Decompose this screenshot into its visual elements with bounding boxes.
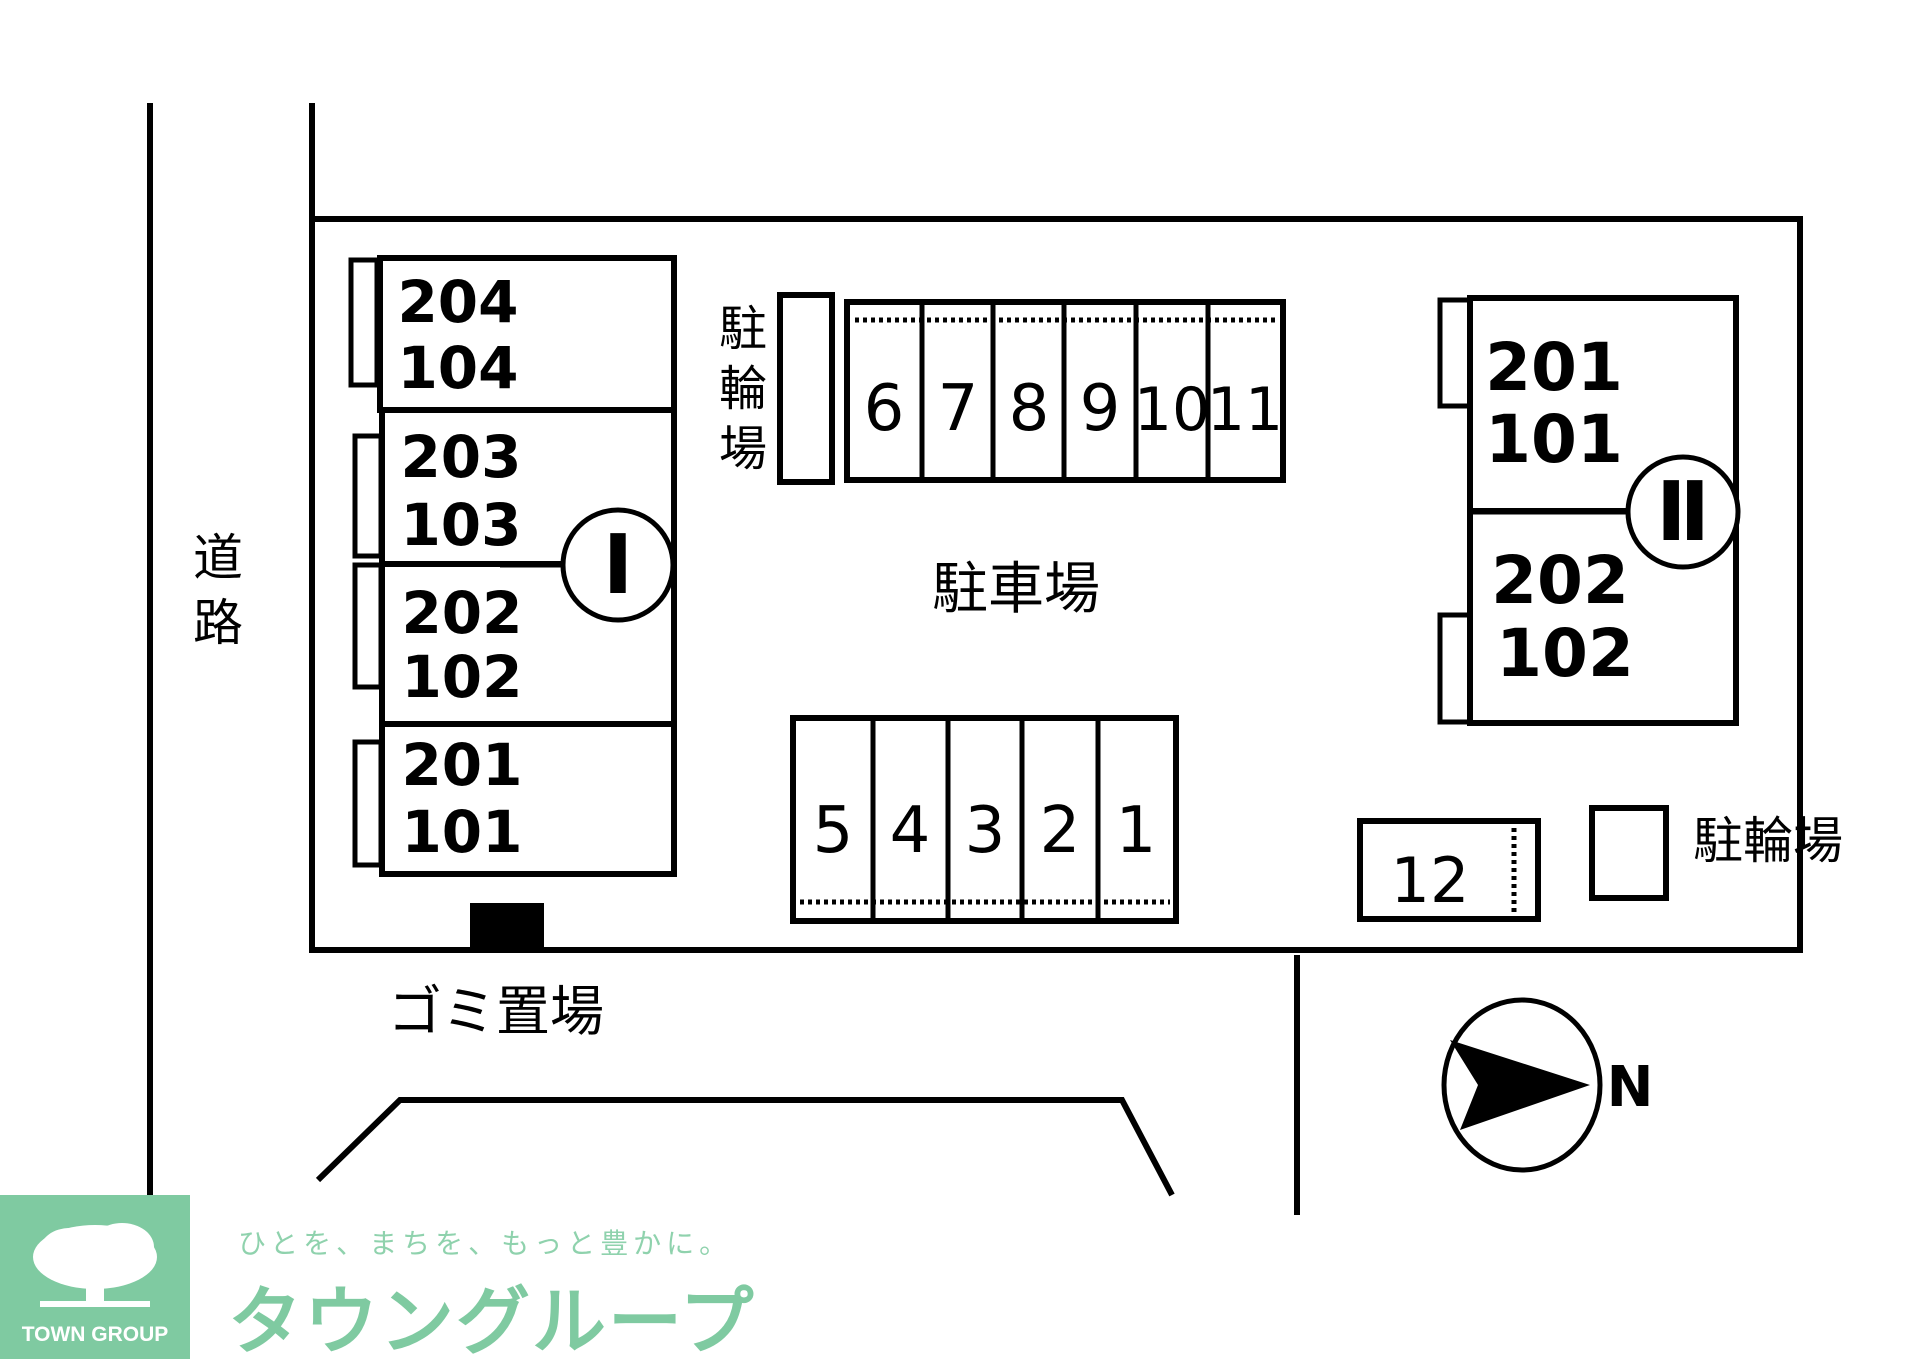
building-1-unit-1-lower: 104: [397, 334, 518, 402]
parking-space-11: 11: [1207, 375, 1283, 445]
logo-brand: タウングループ: [228, 1279, 756, 1365]
parking-bottom-row: [790, 715, 1179, 924]
bike-parking-top-label-2: 輪: [719, 361, 767, 417]
bike-parking-right: [1589, 805, 1669, 901]
building-1-unit-2-upper: 203: [400, 423, 521, 491]
bike-parking-top-label-3: 場: [719, 421, 767, 477]
logo-slogan: ひとを、まちを、もっと豊かに。: [238, 1227, 733, 1260]
building-1-balcony-1: [348, 257, 380, 388]
building-1-balcony-4: [352, 739, 384, 868]
parking-space-9: 9: [1080, 372, 1121, 446]
road-label-char-2: 路: [193, 594, 243, 652]
building-1-unit-4-lower: 101: [401, 798, 522, 866]
bike-parking-right-label: 駐輪場: [1693, 812, 1843, 870]
north-label: N: [1607, 1055, 1654, 1120]
building-1-unit-3-upper: 202: [401, 579, 522, 647]
parking-space-3: 3: [965, 794, 1006, 868]
north-arrow-icon: [1441, 997, 1603, 1173]
parking-space-1: 1: [1116, 794, 1157, 868]
building-2-marker-label: Ⅱ: [1656, 465, 1710, 560]
site-boundary: [309, 216, 1803, 953]
building-1-marker: [560, 507, 676, 623]
parking-space-5: 5: [813, 794, 854, 868]
road-label-char-1: 道: [193, 529, 243, 587]
building-2-balcony-1: [1437, 297, 1473, 409]
building-1-unit-4: [379, 721, 677, 877]
garbage-area: [470, 903, 544, 951]
parking-space-10: 10: [1134, 375, 1210, 445]
parking-top-row: [844, 299, 1286, 483]
parking-space-8: 8: [1009, 372, 1050, 446]
building-2-unit-1-upper: 201: [1485, 329, 1623, 406]
logo-name: TOWN GROUP: [21, 1323, 169, 1346]
parking-space-2: 2: [1040, 794, 1081, 868]
building-2-marker: [1625, 454, 1741, 570]
building-1-marker-label: Ⅰ: [603, 518, 634, 613]
bike-parking-top: [777, 292, 835, 485]
parking-space-4: 4: [890, 794, 931, 868]
parking-label: 駐車場: [932, 557, 1100, 622]
building-1-unit-3-lower: 102: [401, 643, 522, 711]
bike-parking-top-label-1: 駐: [719, 301, 767, 357]
town-group-logo: TOWN GROUP: [0, 1195, 190, 1359]
building-1-balcony-2: [352, 433, 384, 559]
garbage-label: ゴミ置場: [388, 980, 604, 1043]
building-2-unit-1-lower: 101: [1485, 401, 1623, 478]
building-2-unit-2-upper: 202: [1491, 542, 1629, 619]
building-1-balcony-3: [352, 562, 384, 690]
building-1-unit-1-upper: 204: [397, 268, 518, 336]
parking-space-6: 6: [864, 372, 905, 446]
parking-space-12-box: [1357, 818, 1541, 922]
building-2-balcony-2: [1437, 612, 1473, 725]
building-2-unit-2-lower: 102: [1496, 615, 1634, 692]
adjacent-lot-outline: [315, 1097, 1175, 1197]
tree-icon: [33, 1223, 157, 1307]
building-1-unit-4-upper: 201: [401, 731, 522, 799]
parking-space-12: 12: [1391, 844, 1470, 917]
building-1-unit-2-lower: 103: [400, 491, 521, 559]
parking-space-7: 7: [938, 372, 979, 446]
